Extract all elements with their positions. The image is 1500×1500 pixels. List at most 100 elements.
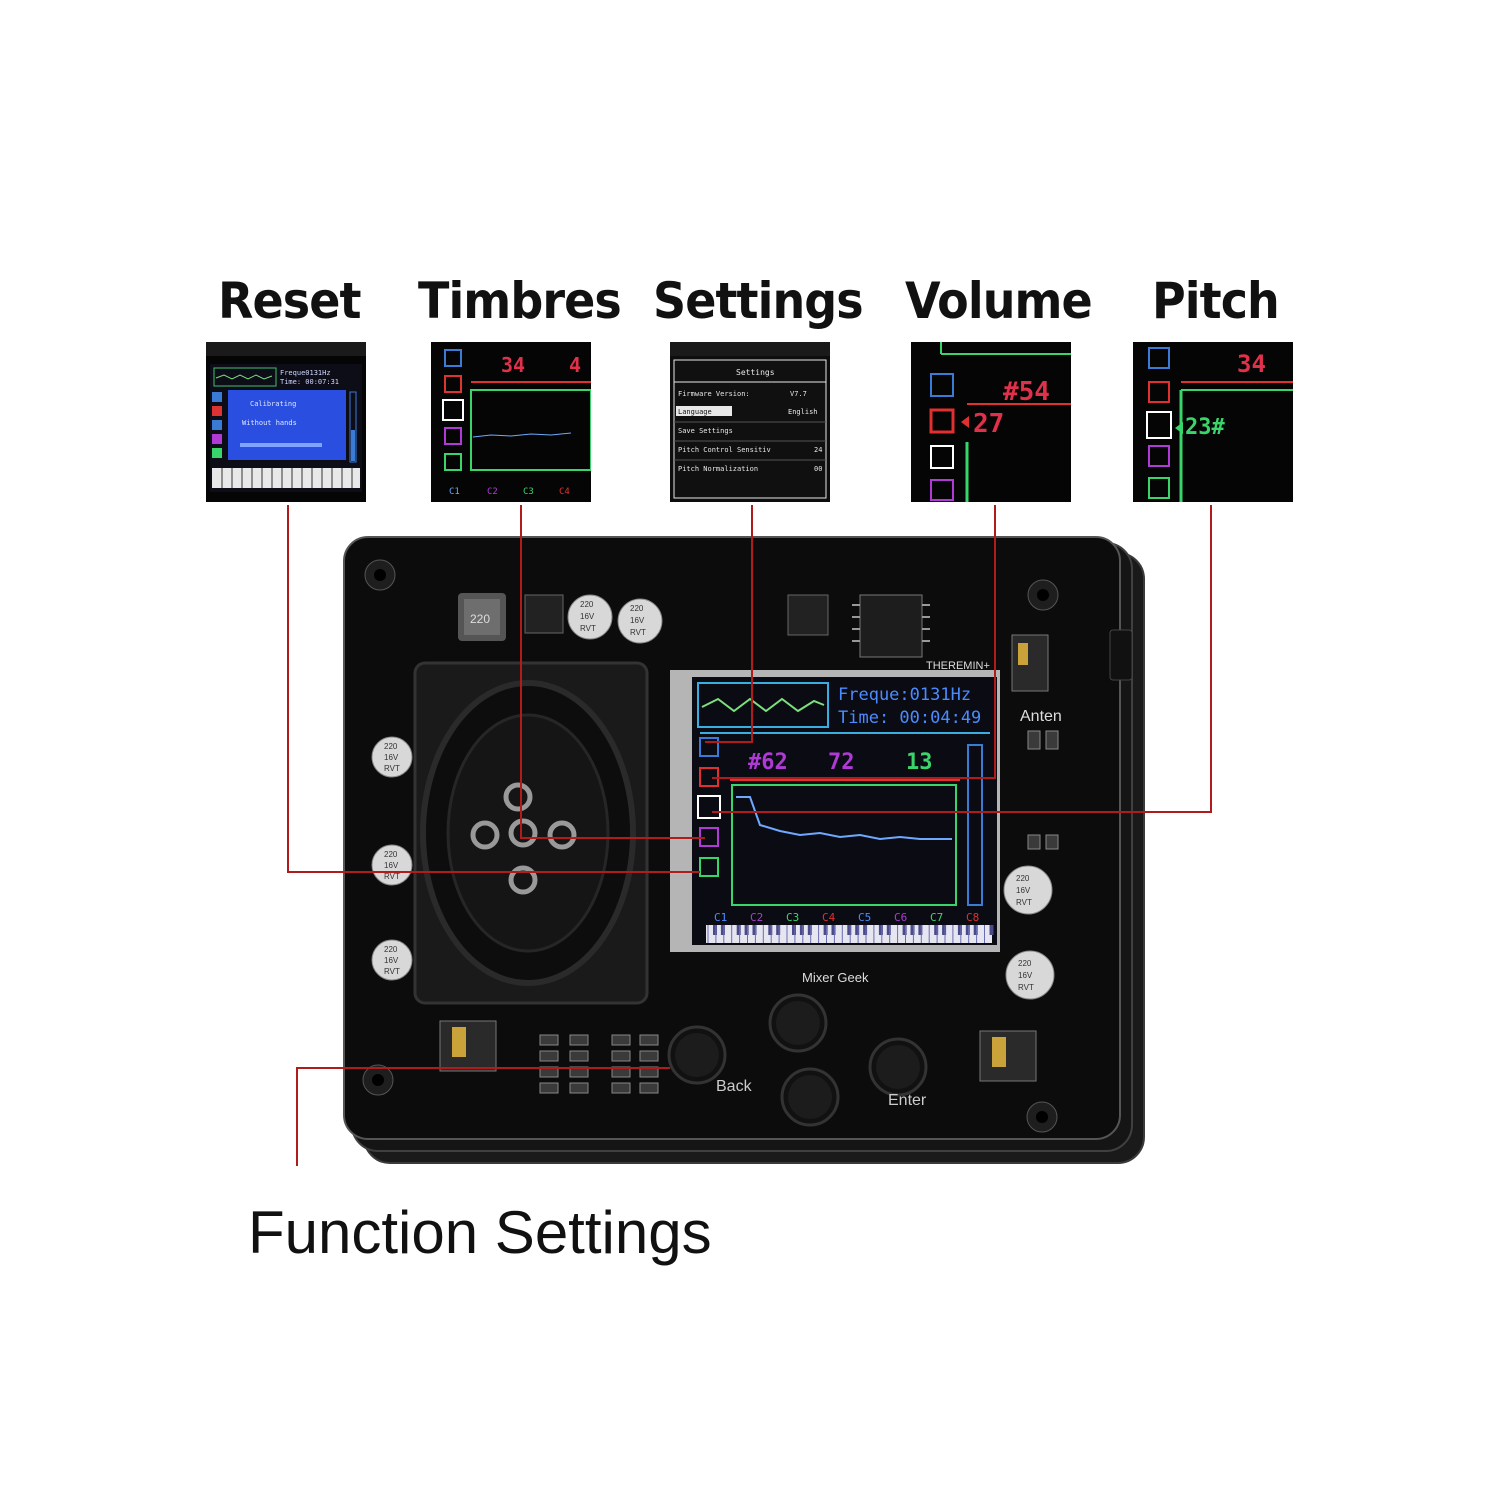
- timbres-note-c4: C4: [559, 487, 570, 497]
- reset-line2-text: Without hands: [242, 419, 297, 427]
- piano-black-key: [768, 925, 773, 935]
- timbres-screen-thumbnail: 34 4 C1 C2 C3 C4: [431, 342, 591, 502]
- svg-text:220: 220: [580, 600, 594, 609]
- settings-title: Settings: [736, 368, 775, 377]
- capacitor-right-1: 220 16V RVT: [1003, 865, 1053, 915]
- timbres-value-2: 4: [569, 353, 581, 377]
- svg-text:RVT: RVT: [384, 764, 400, 773]
- piano-black-key: [878, 925, 883, 935]
- enter-label: Enter: [888, 1092, 927, 1109]
- settings-label: Settings: [653, 272, 864, 330]
- reset-frequency-text: Freque0131Hz: [280, 369, 331, 377]
- svg-text:16V: 16V: [630, 616, 645, 625]
- volume-main-value: 27: [973, 409, 1004, 439]
- capacitor-top-2: 220 16V RVT: [617, 598, 663, 644]
- piano-black-key: [863, 925, 868, 935]
- piano-black-key: [720, 925, 725, 935]
- piano-black-key: [744, 925, 749, 935]
- svg-text:16V: 16V: [384, 861, 399, 870]
- pitch-main-value: 23#: [1185, 415, 1225, 440]
- screen-volume-value: #62: [748, 750, 788, 775]
- svg-text:16V: 16V: [580, 612, 595, 621]
- screen-pitch-value: 13: [906, 750, 933, 775]
- svg-text:RVT: RVT: [580, 624, 596, 633]
- screen-note-c2: C2: [750, 911, 763, 924]
- timbres-note-c3: C3: [523, 487, 534, 497]
- mixer-label: Mixer Geek: [802, 970, 869, 985]
- screen-note-c1: C1: [714, 911, 727, 924]
- svg-text:220: 220: [1016, 874, 1030, 883]
- screen-timbre-value: 72: [828, 750, 855, 775]
- svg-text:16V: 16V: [1016, 886, 1031, 895]
- reset-screen-thumbnail: Freque0131Hz Time: 00:07:31 Calibrating …: [206, 342, 366, 502]
- reset-line1-text: Calibrating: [250, 400, 296, 408]
- svg-text:RVT: RVT: [1018, 983, 1034, 992]
- svg-text:16V: 16V: [384, 956, 399, 965]
- piano-black-key: [807, 925, 812, 935]
- piano-black-key: [886, 925, 891, 935]
- svg-text:RVT: RVT: [384, 872, 400, 881]
- piano-black-key: [776, 925, 781, 935]
- knob-enter[interactable]: [868, 1037, 928, 1097]
- volume-screen-thumbnail: #54 27: [911, 342, 1071, 502]
- knob-back[interactable]: [667, 1025, 727, 1085]
- svg-text:16V: 16V: [384, 753, 399, 762]
- svg-text:220: 220: [384, 850, 398, 859]
- inductor-label: 220: [470, 612, 490, 626]
- piano-black-key: [823, 925, 828, 935]
- piano-black-key: [792, 925, 796, 935]
- settings-screen-thumbnail: Settings Firmware Version: V7.7 Language…: [670, 342, 830, 502]
- volume-label: Volume: [905, 272, 1093, 330]
- piano-black-key: [736, 925, 741, 935]
- piano-black-key: [910, 925, 915, 935]
- knob-mixer-top[interactable]: [768, 993, 828, 1053]
- screen-time: Time: 00:04:49: [838, 708, 981, 728]
- piano-black-key: [934, 925, 939, 935]
- speaker: [413, 661, 649, 1005]
- settings-row-5-value: 00: [814, 465, 822, 473]
- antenna-label: Anten: [1020, 708, 1062, 725]
- svg-text:220: 220: [630, 604, 644, 613]
- piano-black-key: [942, 925, 947, 935]
- volume-top-value: #54: [1003, 377, 1050, 407]
- svg-text:RVT: RVT: [384, 967, 400, 976]
- theremin-device: 220 220 16V RVT 220 16V RVT THEREMIN+ An…: [340, 535, 1145, 1165]
- screen-note-c3: C3: [786, 911, 799, 924]
- piano-black-key: [902, 925, 907, 935]
- piano-black-key: [918, 925, 923, 935]
- screen-note-c6: C6: [894, 911, 907, 924]
- piano-black-key: [847, 925, 852, 935]
- pitch-label: Pitch: [1152, 272, 1280, 330]
- screen-note-c5: C5: [858, 911, 871, 924]
- screen-note-c7: C7: [930, 911, 943, 924]
- reset-label: Reset: [218, 272, 362, 330]
- svg-text:RVT: RVT: [630, 628, 646, 637]
- piano-black-key: [713, 925, 717, 935]
- piano-black-key: [799, 925, 804, 935]
- timbres-value-1: 34: [501, 353, 525, 377]
- reset-time-text: Time: 00:07:31: [280, 378, 339, 386]
- piano-black-key: [831, 925, 836, 935]
- piano-black-key: [965, 925, 970, 935]
- settings-row-5-name: Pitch Normalization: [678, 465, 758, 473]
- capacitor-left-3: 220 16V RVT: [371, 939, 413, 981]
- piano-black-key: [855, 925, 860, 935]
- pitch-screen-thumbnail: 34 23#: [1133, 342, 1293, 502]
- screen-note-c8: C8: [966, 911, 979, 924]
- capacitor-left-1: 220 16V RVT: [371, 736, 413, 778]
- svg-text:220: 220: [384, 742, 398, 751]
- settings-row-3-name: Save Settings: [678, 427, 733, 435]
- svg-text:RVT: RVT: [1016, 898, 1032, 907]
- svg-text:220: 220: [1018, 959, 1032, 968]
- main-screen: Freque:0131Hz Time: 00:04:49 #62 72 13 C…: [670, 670, 1000, 952]
- knob-mixer-bottom[interactable]: [780, 1067, 840, 1127]
- back-label: Back: [716, 1078, 753, 1095]
- function-settings-label: Function Settings: [248, 1199, 712, 1266]
- timbres-note-c1: C1: [449, 487, 460, 497]
- capacitor-right-2: 220 16V RVT: [1005, 950, 1055, 1000]
- screen-note-c4: C4: [822, 911, 836, 924]
- settings-row-4-name: Pitch Control Sensitiv: [678, 446, 771, 454]
- settings-row-2-value: English: [788, 408, 818, 416]
- capacitor-left-2: 220 16V RVT: [371, 844, 413, 886]
- svg-text:220: 220: [384, 945, 398, 954]
